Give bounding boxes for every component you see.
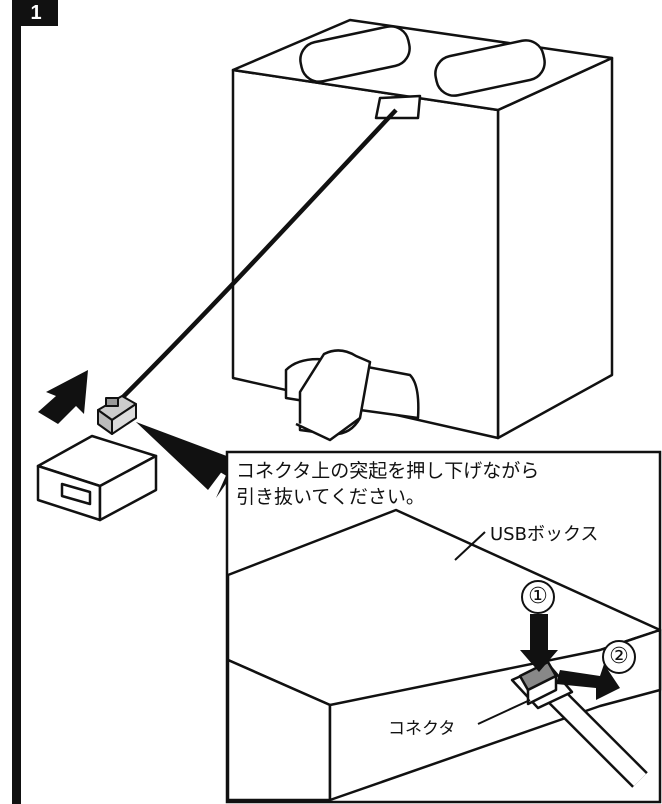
step-marker-1: ① [521,580,555,614]
instruction-text: コネクタ上の突起を押し下げながら 引き抜いてください。 [236,460,540,508]
left-border-bar [12,0,21,804]
step-marker-2: ② [602,640,636,674]
step-number-badge: 1 [14,0,58,26]
connector-overview [97,395,137,435]
press-down-arrow [520,614,558,672]
top-slot-right [434,39,546,97]
top-slot-left [299,25,411,83]
appliance-stand [284,349,420,442]
usb-box-leader [454,531,486,561]
pull-up-arrow [38,370,88,424]
connector-label: コネクタ [388,719,456,739]
pull-right-arrow [556,664,620,700]
usb-cable [118,108,398,402]
usb-box-label: USBボックス [490,524,599,545]
appliance-unit [231,18,614,440]
connector-detail [510,660,648,788]
connector-leader [477,699,531,725]
usb-box-overview [36,434,158,522]
